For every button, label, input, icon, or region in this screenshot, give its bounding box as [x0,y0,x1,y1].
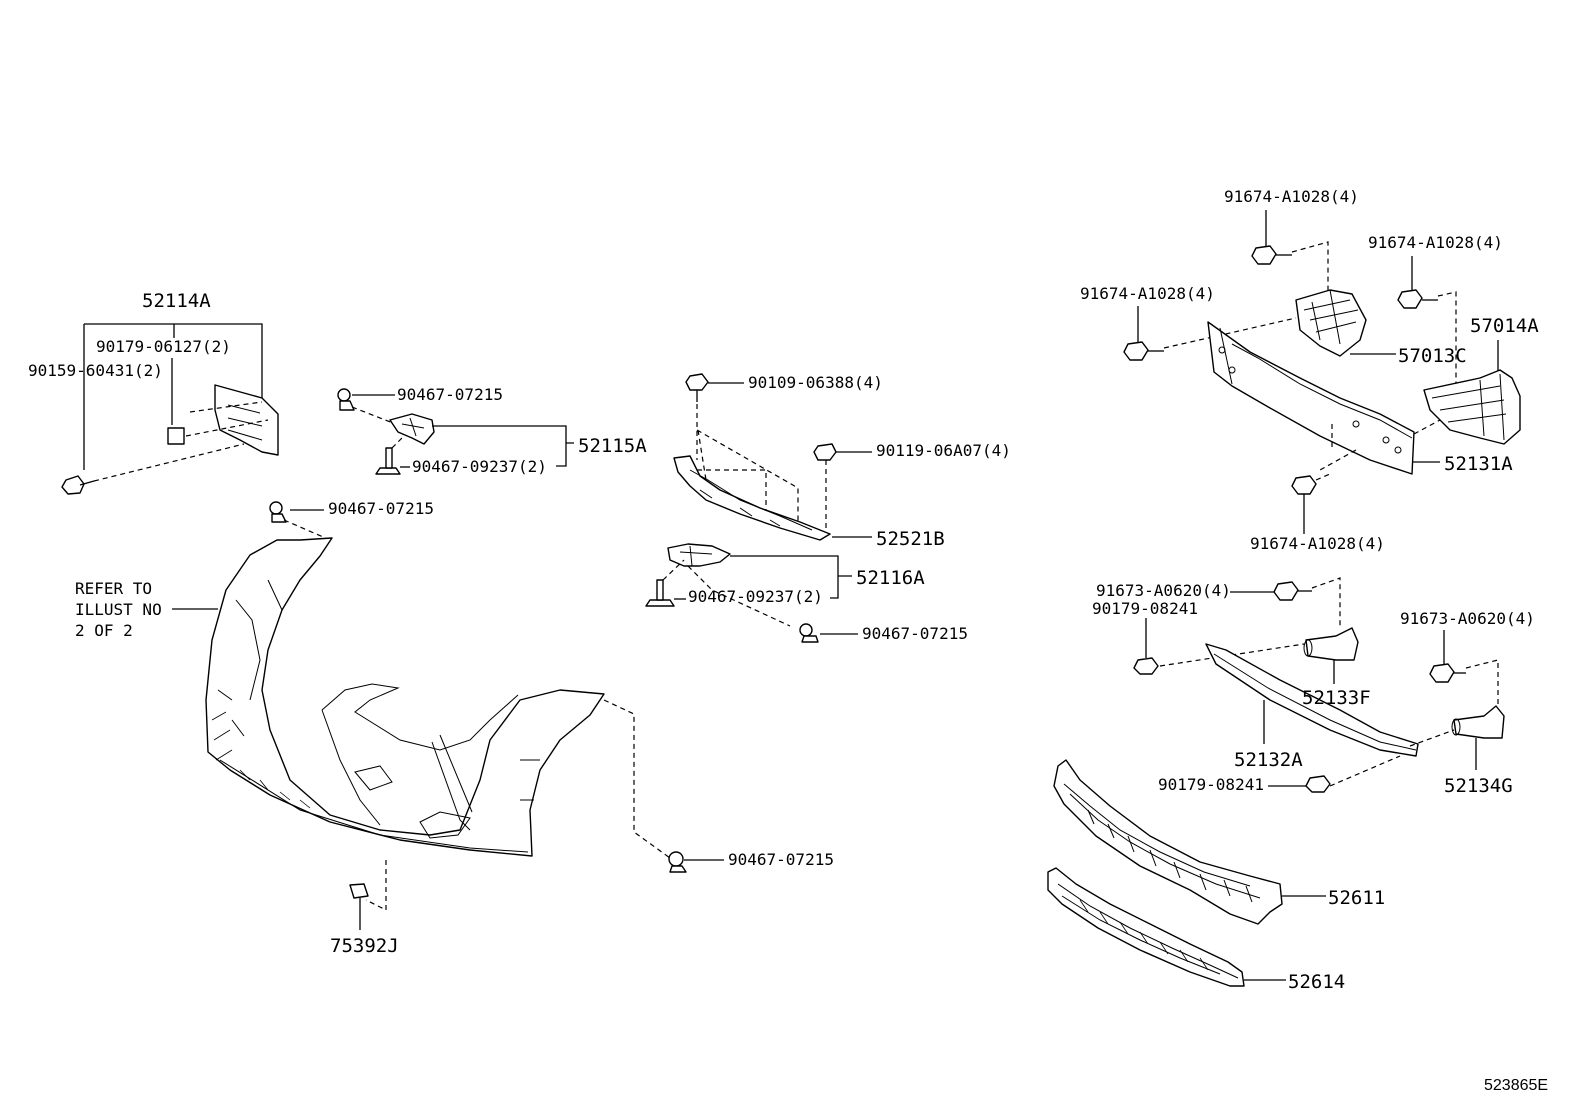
nut-icon [1133,657,1159,675]
label-52116A[interactable]: 52116A [856,567,925,589]
label-91674-A1028-top[interactable]: 91674-A1028(4) [1224,187,1359,206]
label-90467-07215-c[interactable]: 90467-07215 [862,624,968,643]
clip-icon [269,501,287,523]
label-90119-06A07[interactable]: 90119-06A07(4) [876,441,1011,460]
push-pin-icon [375,447,401,475]
license-plate-bracket [214,384,279,456]
push-pin-icon [645,579,675,607]
label-52131A[interactable]: 52131A [1444,453,1513,475]
bracket-57014A [1423,369,1521,445]
label-90467-07215-d[interactable]: 90467-07215 [728,850,834,869]
label-91674-A1028-right[interactable]: 91674-A1028(4) [1368,233,1503,252]
label-52614[interactable]: 52614 [1288,971,1345,993]
figure-number: 523865E [1484,1077,1548,1094]
license-bracket-group: 52114A 90179-06127(2) 90159-60431(2) [28,290,279,495]
bracket-57013C [1295,289,1367,357]
refer-note-line2: ILLUST NO [75,600,162,619]
center-bracket-group: 90109-06388(4) 90119-06A07(4) 52521B 521… [645,373,1011,643]
upper-retainer-52521B [673,455,831,541]
label-90467-07215-b[interactable]: 90467-07215 [328,499,434,518]
screw-icon [61,475,95,495]
refer-note-line1: REFER TO [75,579,152,598]
label-75392J[interactable]: 75392J [330,935,399,957]
label-52115A[interactable]: 52115A [578,435,647,457]
refer-note-line3: 2 OF 2 [75,621,133,640]
bolt-icon [1273,581,1312,601]
bolt-icon [1397,289,1438,309]
bolt-icon [1251,245,1292,265]
extension-52134G [1453,705,1505,739]
label-57014A[interactable]: 57014A [1470,315,1539,337]
label-90179-08241-b[interactable]: 90179-08241 [1158,775,1264,794]
label-52521B[interactable]: 52521B [876,528,945,550]
label-90179-08241-a[interactable]: 90179-08241 [1092,599,1198,618]
label-90467-09237-a[interactable]: 90467-09237(2) [412,457,547,476]
absorber-52132A [1205,643,1419,757]
absorber-group: 91673-A0620(4) 90179-08241 52133F 91673-… [1092,577,1535,797]
label-90159-60431[interactable]: 90159-60431(2) [28,361,163,380]
reinforcement-group: 91674-A1028(4) 91674-A1028(4) 91674-A102… [1080,187,1539,553]
label-52114A[interactable]: 52114A [142,290,211,312]
bolt-icon [1123,341,1164,361]
label-90179-06127[interactable]: 90179-06127(2) [96,337,231,356]
bracket-52115A-group: 90467-07215 52115A 90467-09237(2) [337,385,647,476]
label-91673-A0620-b[interactable]: 91673-A0620(4) [1400,609,1535,628]
label-52133F[interactable]: 52133F [1302,687,1371,709]
label-90467-07215-a[interactable]: 90467-07215 [397,385,503,404]
clip-nut [167,427,185,445]
bracket-52115A [389,413,435,445]
label-90467-09237-b[interactable]: 90467-09237(2) [688,587,823,606]
label-57013C[interactable]: 57013C [1398,345,1467,367]
bolt-icon [813,443,837,461]
skid-plate-52614 [1047,867,1245,987]
bolt-icon [1291,475,1317,534]
bracket-52116A [667,543,731,567]
extension-52133F [1305,627,1359,661]
label-90109-06388[interactable]: 90109-06388(4) [748,373,883,392]
nut-icon [1305,775,1331,793]
label-52611[interactable]: 52611 [1328,887,1385,909]
bolt-icon [1429,663,1466,683]
label-52134G[interactable]: 52134G [1444,775,1513,797]
label-91674-A1028-left[interactable]: 91674-A1028(4) [1080,284,1215,303]
clip-icon [668,851,687,873]
label-52132A[interactable]: 52132A [1234,749,1303,771]
label-91674-A1028-bottom[interactable]: 91674-A1028(4) [1250,534,1385,553]
label-91673-A0620-a[interactable]: 91673-A0620(4) [1096,581,1231,600]
clip-icon [799,623,819,643]
retainer-clip-icon [349,883,369,899]
clip-icon [337,388,355,411]
bolt-icon [685,373,709,402]
bumper-reinforcement-52131A [1207,321,1415,475]
bumper-cover-group: 90467-07215 REFER TO ILLUST NO 2 OF 2 90… [75,499,834,957]
lower-parts-group: 52611 52614 [1047,759,1385,993]
bumper-cover [205,537,605,857]
